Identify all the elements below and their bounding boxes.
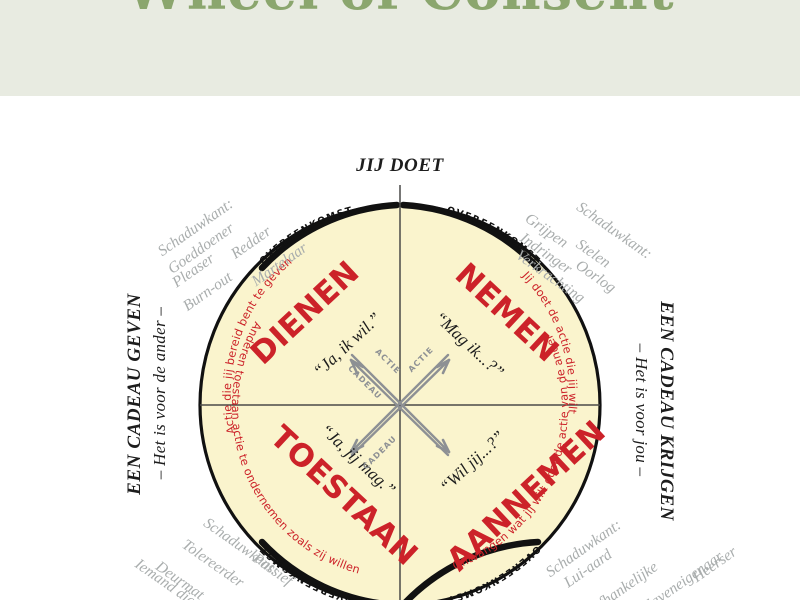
axis-label-right-title: EEN CADEAU KRIJGEN	[656, 301, 677, 521]
axis-label-right-subtitle: – Het is voor jou –	[632, 343, 651, 477]
axis-label-left-subtitle: – Het is voor de ander –	[150, 306, 169, 480]
wheel-rim-arcs	[258, 201, 542, 600]
wheel-axes	[200, 185, 600, 600]
axis-label-top: JIJ DOET	[356, 155, 444, 176]
center-arrows	[349, 353, 451, 457]
page-title: Wheel of Consent	[0, 0, 800, 22]
axis-label-left-title: EEN CADEAU GEVEN	[124, 293, 145, 495]
header-band: Wheel of Consent	[0, 0, 800, 96]
